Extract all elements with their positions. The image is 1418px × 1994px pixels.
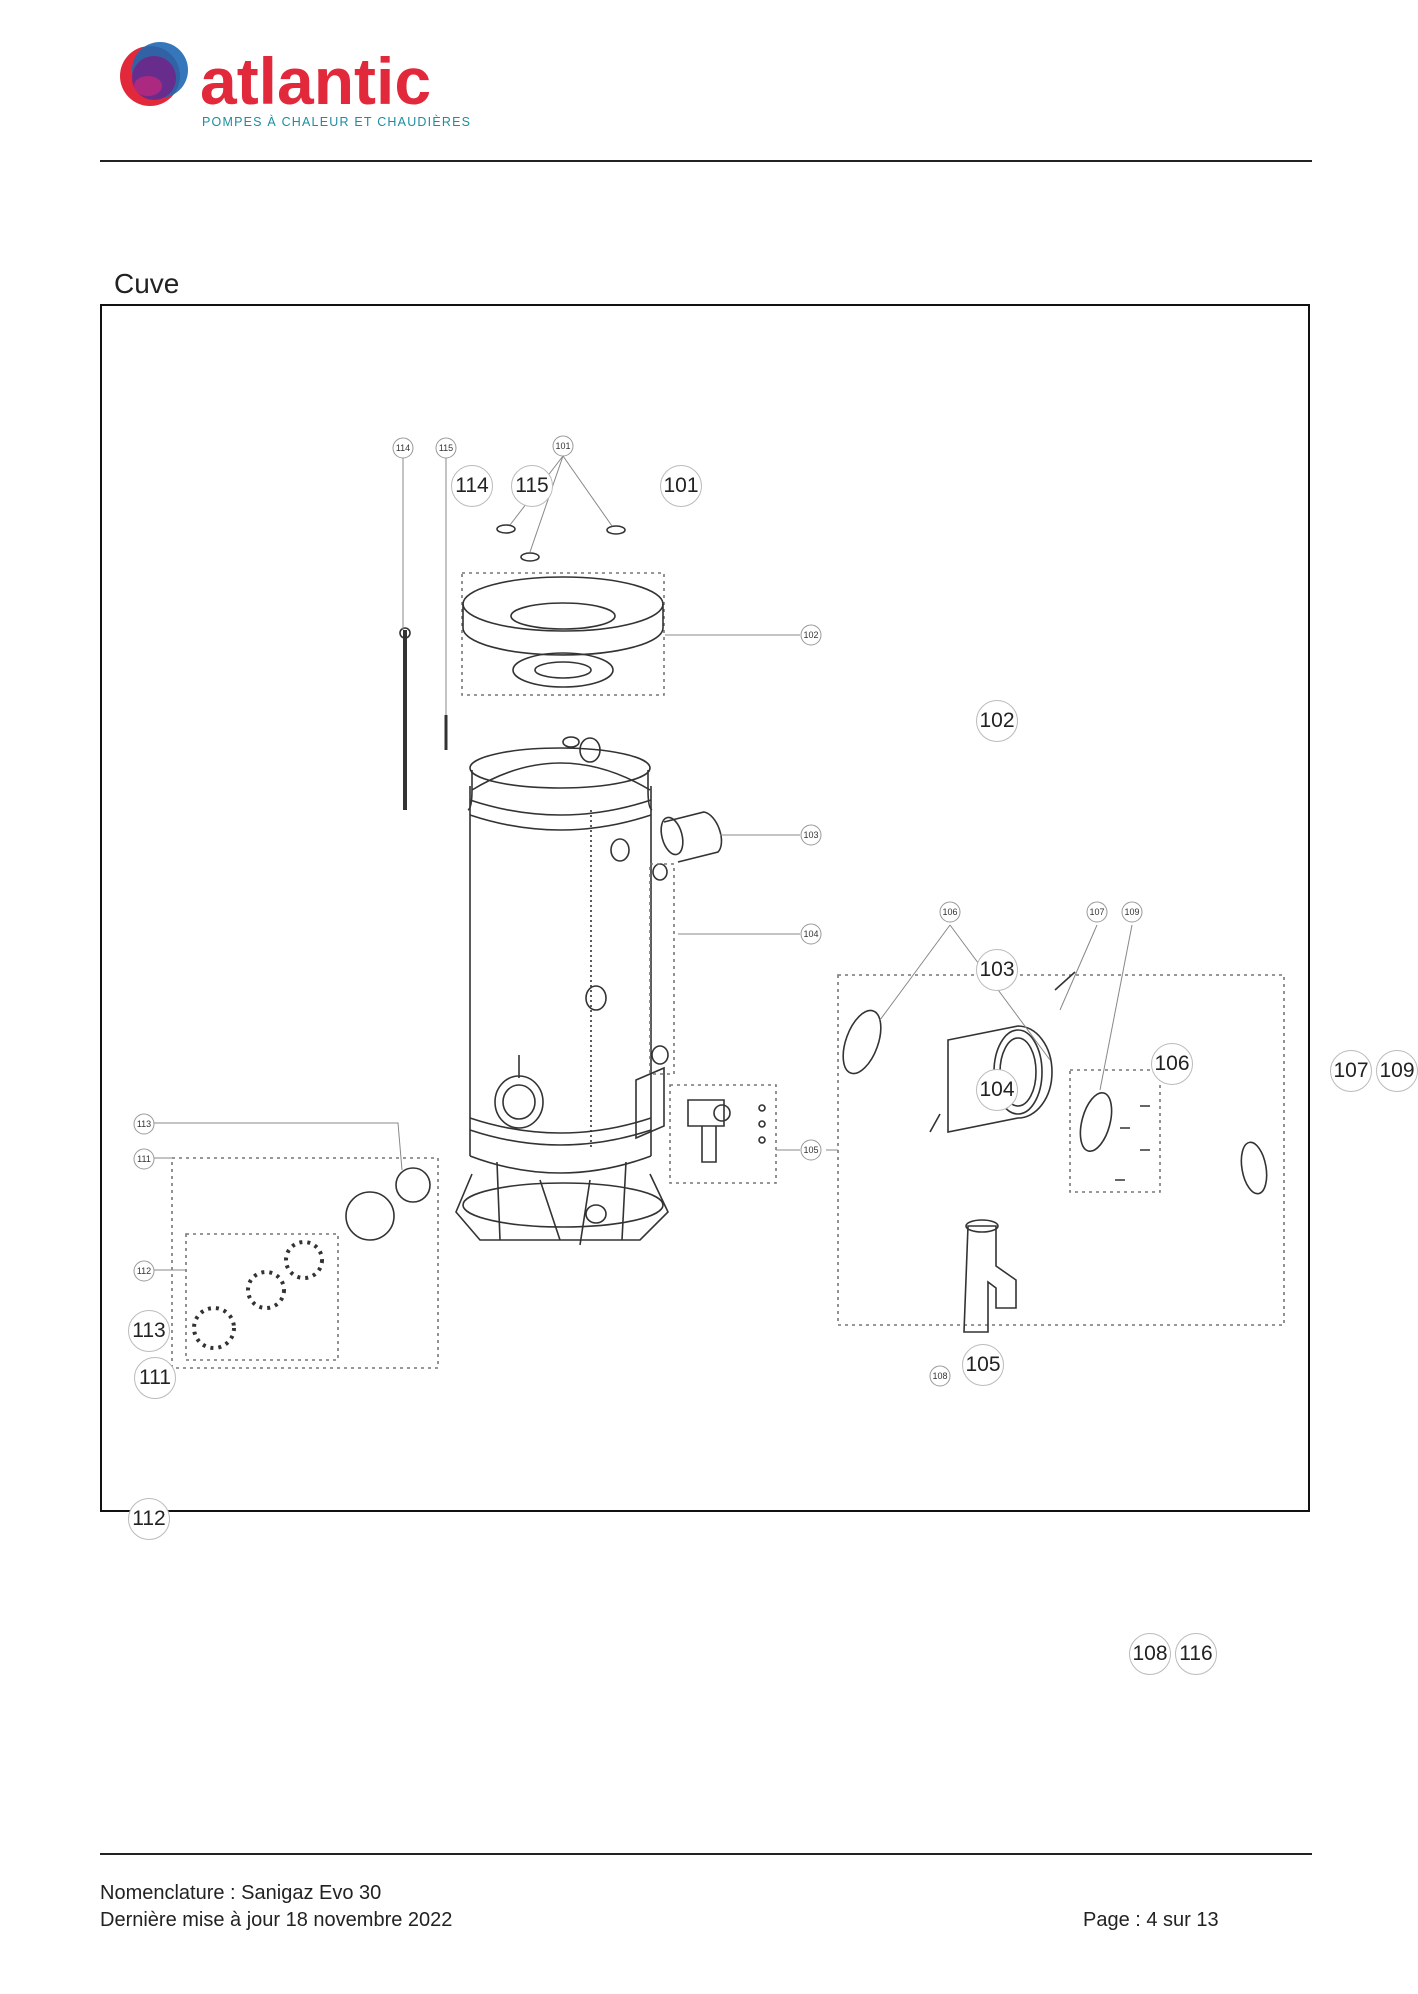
callout-104: 104 [800,923,822,945]
part-number-115: 115 [511,465,553,507]
callout-102: 102 [800,624,822,646]
svg-text:114: 114 [396,443,410,453]
footer-divider [100,1853,1312,1855]
callout-111: 111 [133,1148,155,1170]
callout-109: 109 [1121,901,1143,923]
svg-text:102: 102 [803,630,818,640]
callout-115: 115 [435,437,457,459]
callout-106: 106 [939,901,961,923]
svg-text:101: 101 [555,441,570,451]
svg-text:113: 113 [137,1119,151,1129]
svg-text:111: 111 [137,1154,151,1164]
callout-105: 105 [800,1139,822,1161]
part-number-112: 112 [128,1498,170,1540]
part-number-109: 109 [1376,1050,1418,1092]
callout-112: 112 [133,1260,155,1282]
callout-113: 113 [133,1113,155,1135]
svg-text:109: 109 [1124,907,1139,917]
svg-text:105: 105 [803,1145,818,1155]
part-number-101: 101 [660,465,702,507]
brand-name: atlantic [200,44,431,118]
drawing-frame [100,304,1310,1512]
part-number-104: 104 [976,1069,1018,1111]
part-number-105: 105 [962,1344,1004,1386]
part-number-108: 108 [1129,1633,1171,1675]
callout-103: 103 [800,824,822,846]
footer-nomenclature: Nomenclature : Sanigaz Evo 30 [100,1882,382,1904]
part-number-116: 116 [1175,1633,1217,1675]
part-number-111: 111 [134,1357,176,1399]
part-number-103: 103 [976,949,1018,991]
callout-107: 107 [1086,901,1108,923]
svg-text:107: 107 [1089,907,1104,917]
part-number-113: 113 [128,1310,170,1352]
part-number-106: 106 [1151,1043,1193,1085]
atlantic-logo: atlantic POMPES À CHALEUR ET CHAUDIÈRES [108,36,488,132]
svg-text:104: 104 [803,929,818,939]
svg-text:112: 112 [137,1266,151,1276]
footer-page-number: Page : 4 sur 13 [1083,1909,1219,1931]
part-number-102: 102 [976,700,1018,742]
brand-tagline: POMPES À CHALEUR ET CHAUDIÈRES [202,114,471,129]
footer-last-update: Dernière mise à jour 18 novembre 2022 [100,1909,453,1931]
logo-mark-icon [120,42,188,106]
part-number-107: 107 [1330,1050,1372,1092]
header-divider [100,160,1312,162]
svg-text:115: 115 [439,443,453,453]
part-number-114: 114 [451,465,493,507]
svg-text:108: 108 [932,1371,947,1381]
section-title: Cuve [114,268,180,299]
svg-text:106: 106 [942,907,957,917]
svg-text:103: 103 [803,830,818,840]
callout-114: 114 [392,437,414,459]
callout-101: 101 [552,435,574,457]
callout-108: 108 [929,1365,951,1387]
